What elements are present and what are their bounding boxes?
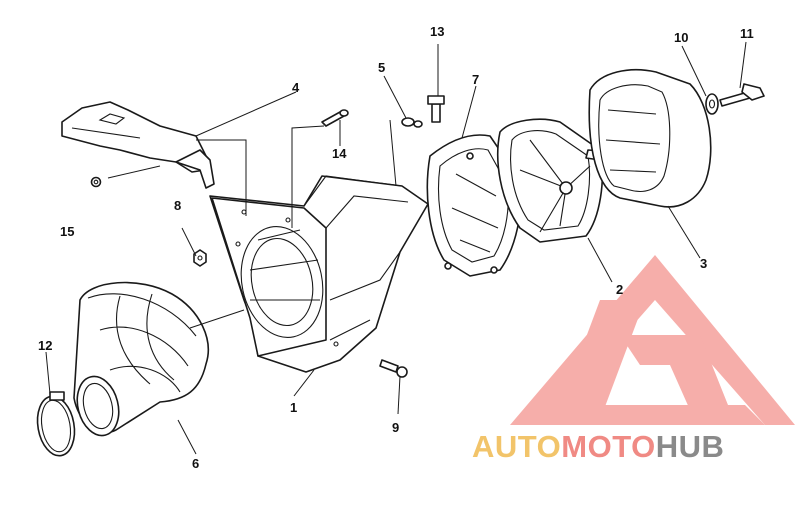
part-9-screw xyxy=(379,359,408,378)
part-11-wing-bolt xyxy=(719,83,765,107)
callout-7: 7 xyxy=(472,72,479,87)
callout-9: 9 xyxy=(392,420,399,435)
part-8-nut xyxy=(193,249,207,267)
callout-5: 5 xyxy=(378,60,385,75)
watermark-logo xyxy=(510,255,795,425)
part-12-hose-clamp xyxy=(36,391,76,457)
callout-labels: 1 2 3 4 5 6 7 8 9 10 11 12 13 14 15 xyxy=(38,24,754,471)
callout-2: 2 xyxy=(616,282,623,297)
callout-15: 15 xyxy=(60,224,74,239)
callout-13: 13 xyxy=(430,24,444,39)
part-15-nut xyxy=(90,176,102,188)
callout-8: 8 xyxy=(174,198,181,213)
part-14-screw xyxy=(321,109,349,127)
callout-6: 6 xyxy=(192,456,199,471)
part-13-screw xyxy=(427,95,445,123)
callout-10: 10 xyxy=(674,30,688,45)
callout-4: 4 xyxy=(292,80,300,95)
part-10-washer xyxy=(705,93,719,115)
part-7-gasket-frame xyxy=(426,134,522,277)
callout-12: 12 xyxy=(38,338,52,353)
part-6-intake-duct xyxy=(73,281,210,437)
callout-3: 3 xyxy=(700,256,707,271)
callout-11: 11 xyxy=(740,26,754,41)
part-2-filter-frame xyxy=(497,118,617,243)
callout-1: 1 xyxy=(290,400,297,415)
watermark-hub: HUB xyxy=(656,429,725,464)
watermark-auto: AUTO xyxy=(472,429,561,464)
part-4-heat-shield xyxy=(61,101,215,189)
watermark-moto: MOTO xyxy=(561,429,655,464)
callout-14: 14 xyxy=(332,146,347,161)
part-3-filter-element xyxy=(588,68,712,208)
part-1-airbox-housing xyxy=(209,175,429,373)
watermark-text: AUTOMOTOHUB xyxy=(472,429,724,464)
leader-lines xyxy=(45,41,747,455)
part-5-washer xyxy=(401,117,423,128)
